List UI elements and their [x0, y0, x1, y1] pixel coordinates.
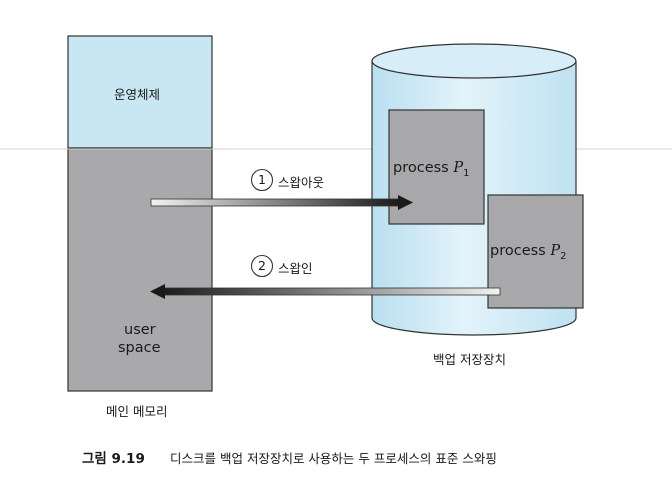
swap-out-label: 스왑아웃	[278, 175, 325, 190]
backing-store-label: 백업 저장장치	[433, 352, 506, 367]
swap-in-number: 2	[258, 258, 266, 273]
process-p1-sub: 1	[463, 168, 470, 179]
process-p1-label: process P1	[393, 160, 469, 179]
process-p1-name: P	[453, 160, 464, 176]
os-label: 운영체제	[114, 87, 161, 102]
process-p2-name: P	[550, 243, 561, 259]
figure-number: 그림 9.19	[82, 451, 145, 467]
os-region	[67, 35, 213, 149]
swap-in-number-circle	[250, 254, 274, 278]
process-p1-text: process	[393, 160, 454, 176]
process-p2-text: process	[490, 243, 551, 259]
main-memory-label: 메인 메모리	[106, 404, 168, 419]
process-p2-box	[487, 194, 584, 309]
cylinder-top	[371, 43, 577, 79]
swap-in-label: 스왑인	[278, 261, 313, 276]
main-memory	[67, 35, 213, 392]
user-space-label-line1: user	[124, 322, 156, 338]
swap-in-arrow	[150, 284, 501, 299]
swap-out-arrow	[150, 195, 413, 210]
user-space-label-line2: space	[118, 340, 161, 356]
process-p2-sub: 2	[560, 251, 567, 262]
user-space-region	[67, 147, 213, 392]
process-p2-label: process P2	[490, 243, 566, 262]
swap-out-number: 1	[258, 172, 266, 187]
swap-out-number-circle	[250, 168, 274, 192]
figure-caption: 디스크를 백업 저장장치로 사용하는 두 프로세스의 표준 스와핑	[170, 451, 497, 466]
